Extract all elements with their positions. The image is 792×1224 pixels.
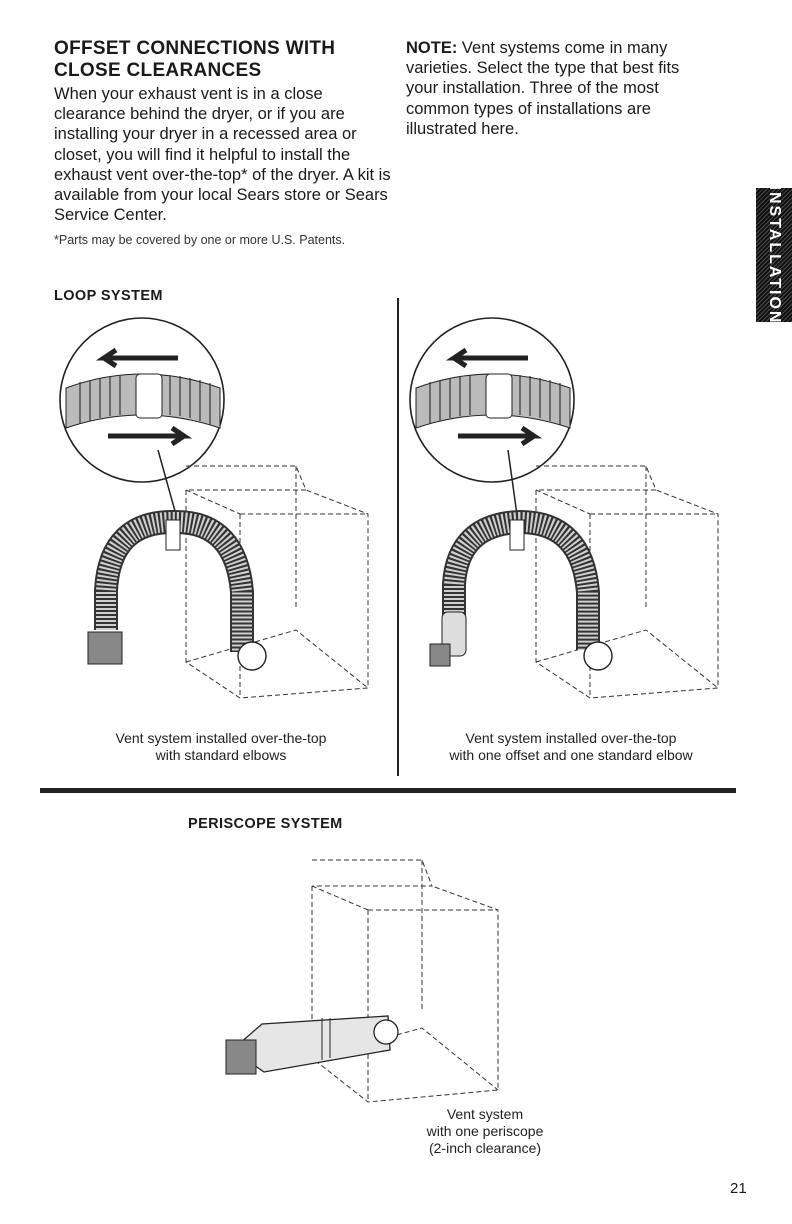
caption-line: Vent system: [446, 1106, 524, 1122]
caption-line: with standard elbows: [155, 747, 287, 763]
caption-standard-elbows: Vent system installed over-the-top with …: [56, 730, 386, 764]
caption-periscope: Vent system with one periscope (2-inch c…: [400, 1106, 570, 1157]
loop-system-heading: LOOP SYSTEM: [54, 288, 163, 304]
section-divider: [40, 788, 736, 793]
page-heading: OFFSET CONNECTIONS WITH CLOSE CLEARANCES: [54, 38, 336, 81]
periscope-illustration: [225, 859, 499, 1103]
section-tab-label: INSTALLATION: [766, 185, 783, 325]
caption-offset-elbow: Vent system installed over-the-top with …: [406, 730, 736, 764]
loop-offset-illustration: [409, 317, 719, 699]
note-paragraph: NOTE: Vent systems come in many varietie…: [406, 38, 706, 139]
section-tab: INSTALLATION: [756, 185, 792, 325]
caption-line: (2-inch clearance): [428, 1140, 542, 1156]
caption-line: Vent system installed over-the-top: [465, 730, 677, 746]
intro-paragraph: When your exhaust vent is in a close cle…: [54, 85, 391, 225]
loop-standard-illustration: [59, 317, 369, 699]
caption-line: with one periscope: [426, 1123, 544, 1139]
patent-footnote: *Parts may be covered by one or more U.S…: [54, 233, 346, 247]
page-number: 21: [730, 1180, 747, 1197]
column-divider: [397, 298, 399, 776]
caption-line: with one offset and one standard elbow: [449, 747, 693, 763]
caption-line: Vent system installed over-the-top: [115, 730, 327, 746]
note-label: NOTE:: [406, 39, 458, 57]
periscope-system-heading: PERISCOPE SYSTEM: [188, 816, 343, 832]
note-text: Vent systems come in many varieties. Sel…: [406, 39, 680, 138]
